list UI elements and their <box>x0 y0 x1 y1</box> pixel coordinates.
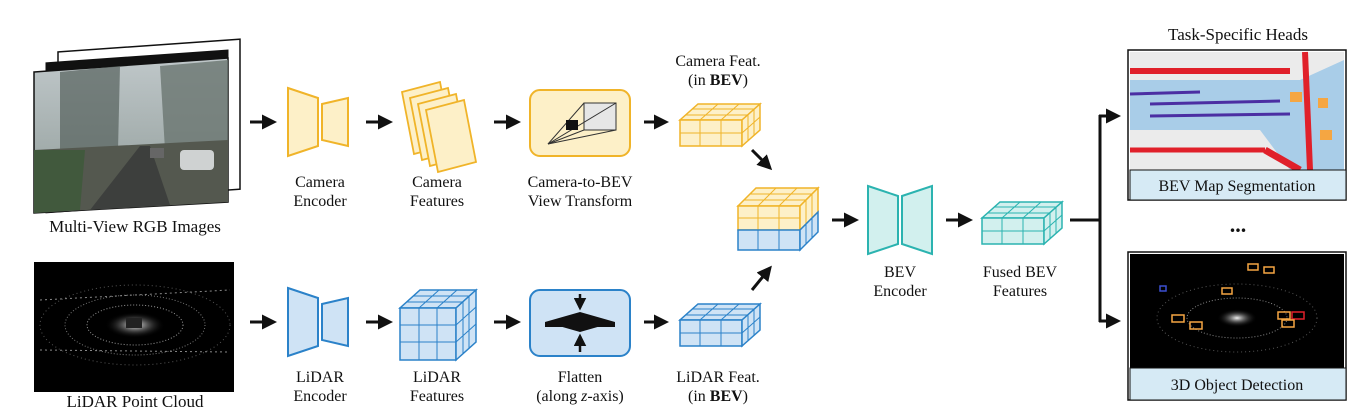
camera-images-stack <box>33 38 241 214</box>
lidar-bev-feature-grid <box>678 302 762 348</box>
flatten-label: Flatten(along z-axis) <box>536 369 624 405</box>
camera-features-icon <box>400 80 478 174</box>
lidar-point-cloud-image <box>34 262 234 392</box>
camera-to-bev-transform-box <box>529 89 631 157</box>
segmentation-head-panel <box>1127 49 1347 201</box>
camera-bev-feature-grid <box>678 102 762 148</box>
arrow-cam-bevfeat-to-fusion <box>750 148 773 171</box>
flatten-box <box>529 289 631 357</box>
lidar-encoder-icon <box>287 286 349 358</box>
detection-head-panel <box>1127 251 1347 401</box>
head-branch-arrows <box>1070 108 1121 329</box>
arrow-lidar-bevfeat-to-fusion <box>750 265 772 291</box>
heads-title: Task-Specific Heads <box>1168 25 1308 44</box>
bev-encoder-icon <box>867 184 933 256</box>
lidar-bev-feat-label: LiDAR Feat.(in BEV) <box>676 369 760 405</box>
lidar-features-cube <box>398 288 478 362</box>
segmentation-head-label: BEV Map Segmentation <box>1158 178 1315 195</box>
fused-bev-feature-grid <box>980 200 1064 246</box>
camera-image-front <box>33 57 229 214</box>
heads-ellipsis: ... <box>1230 212 1247 237</box>
detection-head-label: 3D Object Detection <box>1171 377 1303 394</box>
concatenated-bev-features <box>736 186 820 252</box>
lidar-input-label: LiDAR Point Cloud <box>67 392 204 410</box>
camera-encoder-icon <box>287 86 349 158</box>
camera-bev-feat-label: Camera Feat.(in BEV) <box>675 53 760 89</box>
camera-input-label: Multi-View RGB Images <box>49 217 221 236</box>
